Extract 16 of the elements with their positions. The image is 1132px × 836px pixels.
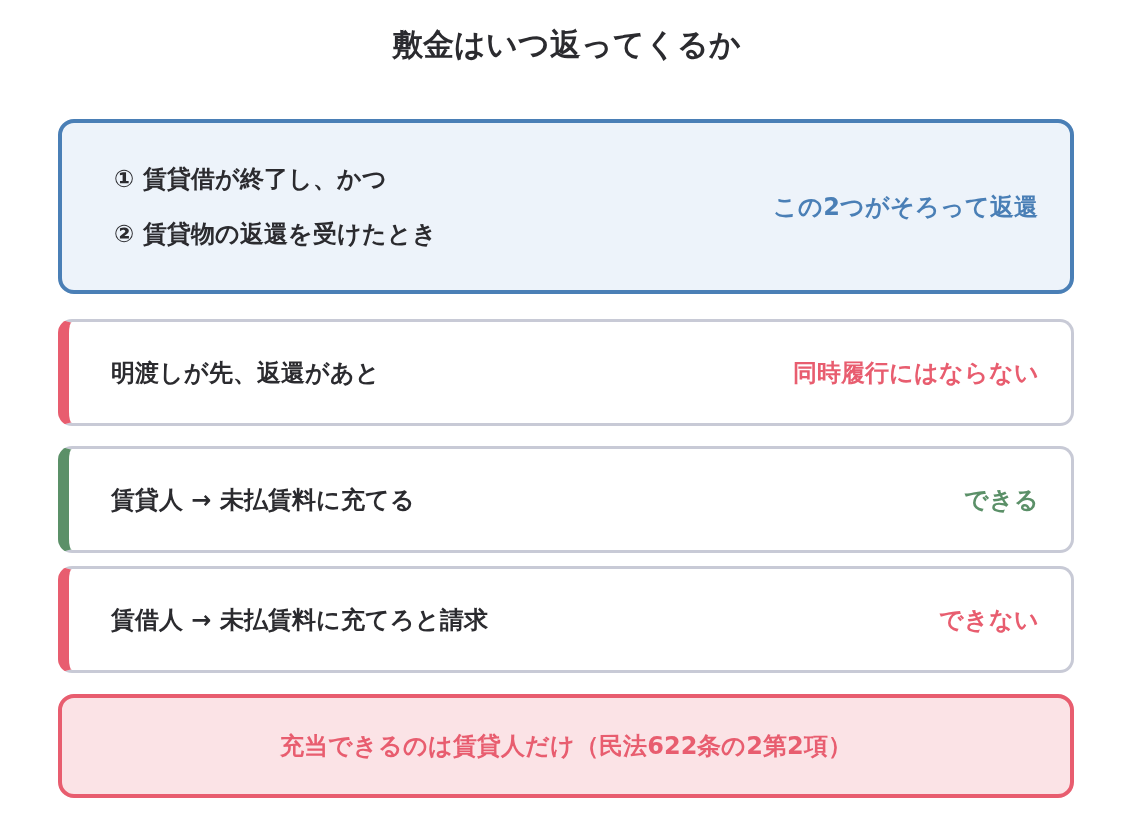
summary-box — [58, 694, 1074, 798]
condition-text: ② 賃貸物の返還を受けたとき — [114, 219, 437, 250]
condition-box — [58, 119, 1074, 294]
case-text: 賃借人 → 未払賃料に充てろと請求 — [111, 604, 488, 636]
title: 敷金はいつ返ってくるか — [390, 25, 742, 64]
summary-text: 充当できるのは賃貸人だけ（民法622条の2第2項） — [279, 731, 853, 762]
case-text: 賃貸人 → 未払賃料に充てる — [111, 484, 415, 516]
result-text: この2つがそろって返還 — [773, 191, 1038, 223]
rule-row — [58, 319, 1074, 426]
condition-text: ① 賃貸借が終了し、かつ — [114, 164, 388, 195]
result-text: できない — [939, 604, 1039, 636]
rule-row — [58, 566, 1074, 673]
case-text: 明渡しが先、返還があと — [111, 357, 380, 389]
rule-row — [58, 446, 1074, 553]
result-text: 同時履行にはならない — [793, 357, 1039, 389]
result-text: できる — [964, 484, 1039, 516]
